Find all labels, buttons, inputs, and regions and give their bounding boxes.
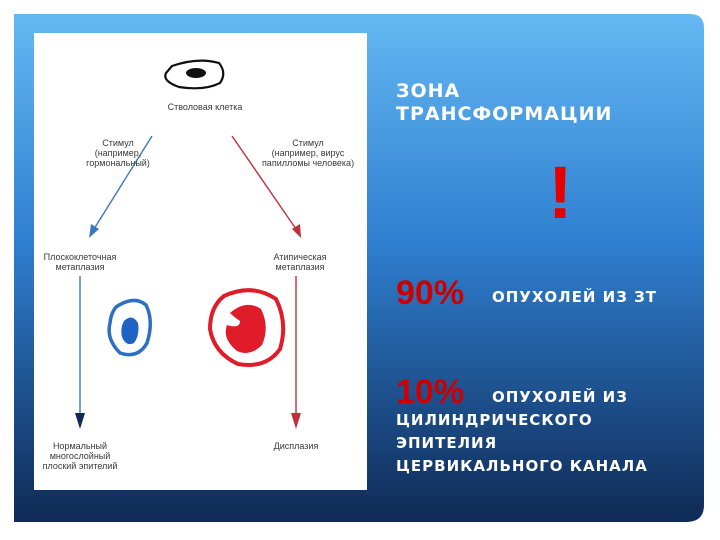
metaplasia-nucleus-icon <box>121 317 139 345</box>
right-stimulus-label: Стимул (например, вирус папилломы челове… <box>261 138 355 168</box>
right-down-arrowhead-icon <box>291 413 301 429</box>
cell-diagram <box>75 59 301 429</box>
stat-10-description: ОПУХОЛЕЙ ИЗ <box>492 388 628 406</box>
stat-90-description: ОПУХОЛЕЙ ИЗ ЗТ <box>492 288 657 306</box>
stat-90-percent: 90% <box>396 274 465 312</box>
left-diagonal-arrow <box>93 135 153 230</box>
stat-10-percent: 10% <box>396 373 465 411</box>
diagram-panel: Стволовая клетка Стимул (например, гормо… <box>34 33 367 490</box>
zone-title: ЗОНА ТРАНСФОРМАЦИИ <box>396 80 613 125</box>
squamous-metaplasia-label: Плоскоклеточная метаплазия <box>43 252 117 272</box>
dysplasia-label: Дисплазия <box>273 441 319 451</box>
normal-epithelium-label: Нормальный многослойный плоский эпителий <box>42 441 118 471</box>
left-arrowhead-icon <box>89 224 99 238</box>
stem-cell-nucleus-icon <box>186 68 206 78</box>
exclamation-mark: ! <box>548 151 574 234</box>
atypical-metaplasia-label: Атипическая метаплазия <box>273 252 327 272</box>
stat-10-description-continued: ЦИЛИНДРИЧЕСКОГО ЭПИТЕЛИЯ ЦЕРВИКАЛЬНОГО К… <box>396 411 648 475</box>
left-stimulus-label: Стимул (например, гормональный) <box>86 138 150 168</box>
right-arrowhead-icon <box>292 224 301 238</box>
atypical-nucleus-icon <box>225 304 266 353</box>
right-diagonal-arrow <box>231 135 297 230</box>
stem-cell-label: Стволовая клетка <box>167 102 243 112</box>
left-down-arrowhead-icon <box>75 413 85 429</box>
